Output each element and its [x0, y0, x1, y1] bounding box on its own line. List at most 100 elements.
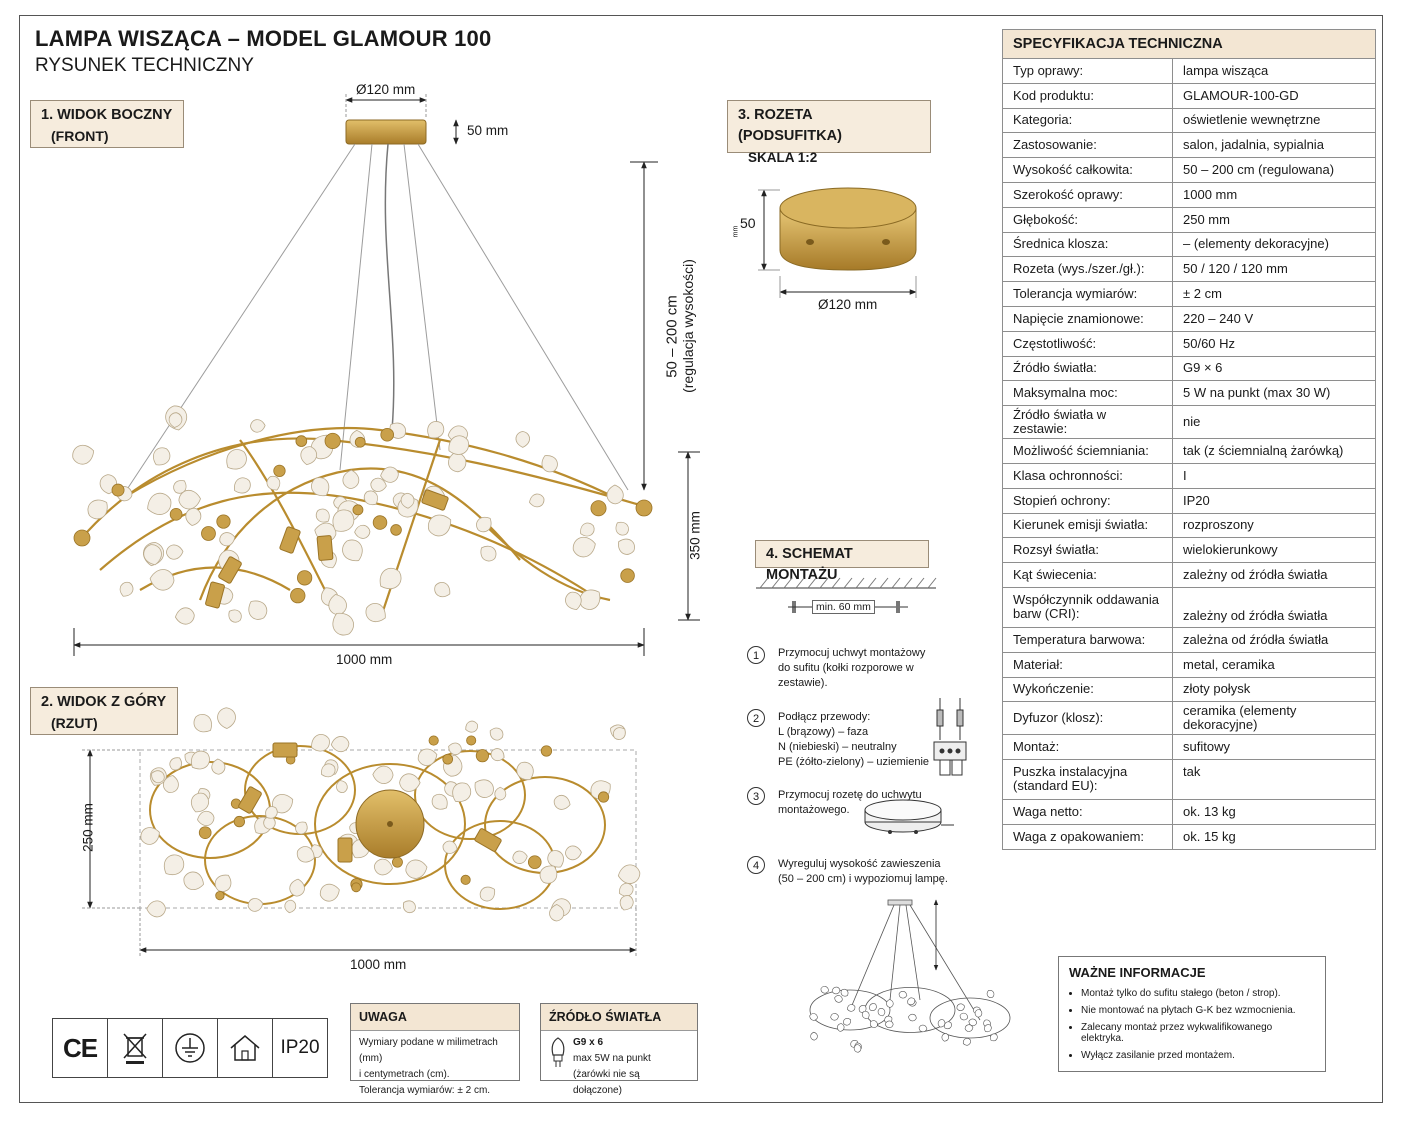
spec-value: zależny od źródła światła — [1172, 586, 1376, 628]
gold-bud — [527, 855, 542, 869]
section-rosette-label: 3. ROZETA (PODSUFITKA) SKALA 1:2 — [727, 100, 931, 165]
step-2-line: L (brązowy) – faza — [778, 726, 869, 738]
porcelain-leaf — [539, 865, 558, 884]
gold-bud — [460, 874, 471, 885]
section-rosette-title: 3. ROZETA (PODSUFITKA) — [738, 107, 842, 144]
porcelain-leaf — [615, 521, 629, 536]
spec-key: Częstotliwość: — [1002, 330, 1173, 357]
important-info-item: Wyłącz zasilanie przed montażem. — [1081, 1050, 1315, 1061]
canopy-height-dim: 50 mm — [467, 123, 509, 138]
mini-leaf — [820, 986, 829, 994]
spec-key: Rozsył światła: — [1002, 537, 1173, 564]
spec-row: Szerokość oprawy:1000 mm — [1002, 181, 1376, 208]
porcelain-leaf — [315, 508, 330, 523]
porcelain-leaf — [234, 477, 251, 494]
mini-leaf — [908, 1013, 917, 1022]
porcelain-leaf — [151, 770, 165, 784]
page-subtitle: RYSUNEK TECHNICZNY — [35, 55, 254, 76]
gold-bud — [297, 570, 313, 586]
gold-bud — [73, 529, 91, 547]
spec-value: 50 / 120 / 120 mm — [1172, 256, 1376, 283]
porcelain-leaf — [174, 607, 195, 625]
mini-leaf — [941, 1033, 949, 1042]
step-3-number: 3 — [747, 787, 765, 805]
porcelain-leaf — [579, 589, 601, 610]
porcelain-leaf — [321, 763, 336, 778]
light-source-line: (żarówki nie są dołączone) — [573, 1069, 640, 1096]
mini-leaf — [858, 1005, 867, 1013]
min-distance-dim: min. 60 mm — [812, 600, 875, 614]
porcelain-leaf — [617, 864, 641, 884]
porcelain-leaf — [149, 569, 175, 591]
spec-value: tak — [1172, 759, 1376, 801]
spec-value: rozproszony — [1172, 512, 1376, 539]
pendant-mini — [809, 899, 1011, 1053]
porcelain-leaf — [417, 748, 438, 766]
spec-key: Możliwość ściemniania: — [1002, 438, 1173, 464]
porcelain-leaf — [183, 871, 204, 891]
g9-socket — [474, 828, 502, 852]
spec-value: 5 W na punkt (max 30 W) — [1172, 380, 1376, 407]
porcelain-leaf — [405, 859, 428, 879]
spec-value: ± 2 cm — [1172, 281, 1376, 307]
spec-key: Klasa ochronności: — [1002, 462, 1173, 489]
porcelain-leaf — [250, 419, 266, 433]
gold-bud — [372, 515, 388, 530]
spec-value: wielokierunkowy — [1172, 537, 1376, 564]
porcelain-leaf — [311, 734, 330, 752]
g9-socket — [218, 556, 242, 584]
porcelain-leaf — [173, 480, 187, 494]
mini-leaf — [869, 1020, 878, 1028]
spec-row: Tolerancja wymiarów:± 2 cm — [1002, 281, 1376, 307]
porcelain-leaf — [168, 412, 183, 428]
canopy — [345, 119, 427, 145]
spec-key: Montaż: — [1002, 734, 1173, 761]
spec-value: tak (z ściemnialną żarówką) — [1172, 438, 1376, 464]
page-title: LAMPA WISZĄCA – MODEL GLAMOUR 100 — [35, 26, 492, 51]
porcelain-leaf — [342, 539, 363, 561]
spec-key: Tolerancja wymiarów: — [1002, 281, 1173, 307]
spec-key: Wykończenie: — [1002, 676, 1173, 703]
porcelain-leaf — [476, 516, 492, 533]
porcelain-leaf — [515, 431, 530, 448]
spec-value: zależny od źródła światła — [1172, 562, 1376, 588]
g9-socket — [238, 786, 262, 814]
porcelain-leaf — [191, 792, 210, 813]
wire-connector — [933, 698, 967, 776]
porcelain-leaf — [336, 780, 348, 793]
gold-bud — [391, 856, 403, 868]
spec-value: ok. 13 kg — [1172, 799, 1376, 825]
spec-key: Materiał: — [1002, 651, 1173, 678]
spec-row: Puszka instalacyjna (standard EU):tak — [1002, 759, 1376, 801]
porcelain-leaf — [193, 714, 212, 733]
g9-socket — [272, 742, 298, 758]
spec-key: Kierunek emisji światła: — [1002, 512, 1173, 539]
porcelain-leaf — [330, 736, 350, 752]
certification-icons: CE IP20 — [52, 1018, 328, 1078]
porcelain-leaf — [480, 545, 497, 562]
gold-bud — [475, 749, 489, 763]
gold-bud — [351, 882, 362, 893]
top-view-drawing — [82, 707, 641, 958]
section-top-view-title: 2. WIDOK Z GÓRY — [41, 694, 167, 710]
porcelain-leaf — [342, 469, 360, 489]
suspension-height-dim: 50 – 200 cm — [663, 295, 681, 378]
spec-key: Waga netto: — [1002, 799, 1173, 825]
spec-value: 50 – 200 cm (regulowana) — [1172, 157, 1376, 183]
side-view-drawing — [72, 94, 700, 656]
mini-leaf — [962, 1038, 971, 1046]
spec-key: Maksymalna moc: — [1002, 380, 1173, 407]
spec-row: Rozsył światła:wielokierunkowy — [1002, 537, 1376, 564]
gold-bud — [428, 735, 439, 746]
porcelain-leaf — [248, 600, 268, 620]
ce-mark-text: CE — [62, 1032, 98, 1063]
spec-row: Montaż:sufitowy — [1002, 734, 1376, 761]
mini-leaf — [986, 990, 995, 998]
gold-bud — [540, 745, 553, 757]
porcelain-leaf — [541, 455, 558, 473]
gold-branch — [378, 439, 442, 621]
porcelain-leaf — [399, 773, 421, 792]
porcelain-leaf — [163, 854, 185, 876]
section-side-view-subtitle: (FRONT) — [51, 128, 109, 144]
mini-leaf — [898, 991, 908, 999]
